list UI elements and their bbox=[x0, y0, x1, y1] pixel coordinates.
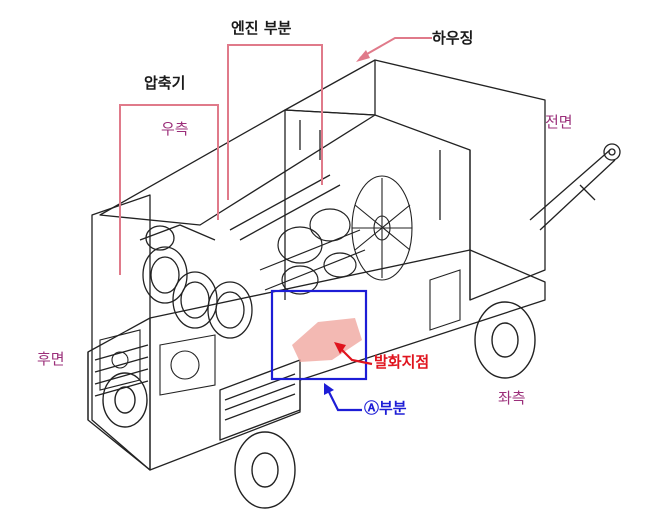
rear-panel bbox=[91, 194, 151, 471]
housing-label: 하우징 bbox=[432, 29, 474, 47]
tow-bar bbox=[529, 149, 616, 231]
part-a-arrow bbox=[327, 389, 362, 412]
front-left-wheel bbox=[234, 431, 296, 509]
ignition-point-label: 발화지점 bbox=[374, 353, 430, 371]
rear-label: 후면 bbox=[37, 350, 65, 368]
housing-callout-line bbox=[359, 37, 432, 59]
compressor-label: 압축기 bbox=[144, 74, 186, 92]
front-right-wheel bbox=[474, 301, 536, 379]
ignition-arrow bbox=[339, 347, 373, 366]
chassis-frame bbox=[87, 249, 546, 471]
arrow-icon bbox=[356, 50, 370, 62]
right-side-label: 우측 bbox=[161, 120, 189, 138]
part-a-label: Ⓐ부분 bbox=[364, 399, 407, 417]
top-lid bbox=[99, 109, 376, 226]
compressor-bracket bbox=[119, 104, 219, 275]
engine-label: 엔진 부분 bbox=[231, 19, 292, 37]
side-panel bbox=[219, 359, 301, 441]
highlight-box bbox=[270, 289, 368, 381]
front-label: 전면 bbox=[545, 113, 573, 131]
fire-area bbox=[292, 318, 362, 362]
left-side-label: 좌측 bbox=[498, 389, 526, 407]
rear-wheel bbox=[102, 372, 148, 428]
housing-box bbox=[284, 59, 546, 301]
engine-bracket bbox=[227, 44, 323, 200]
